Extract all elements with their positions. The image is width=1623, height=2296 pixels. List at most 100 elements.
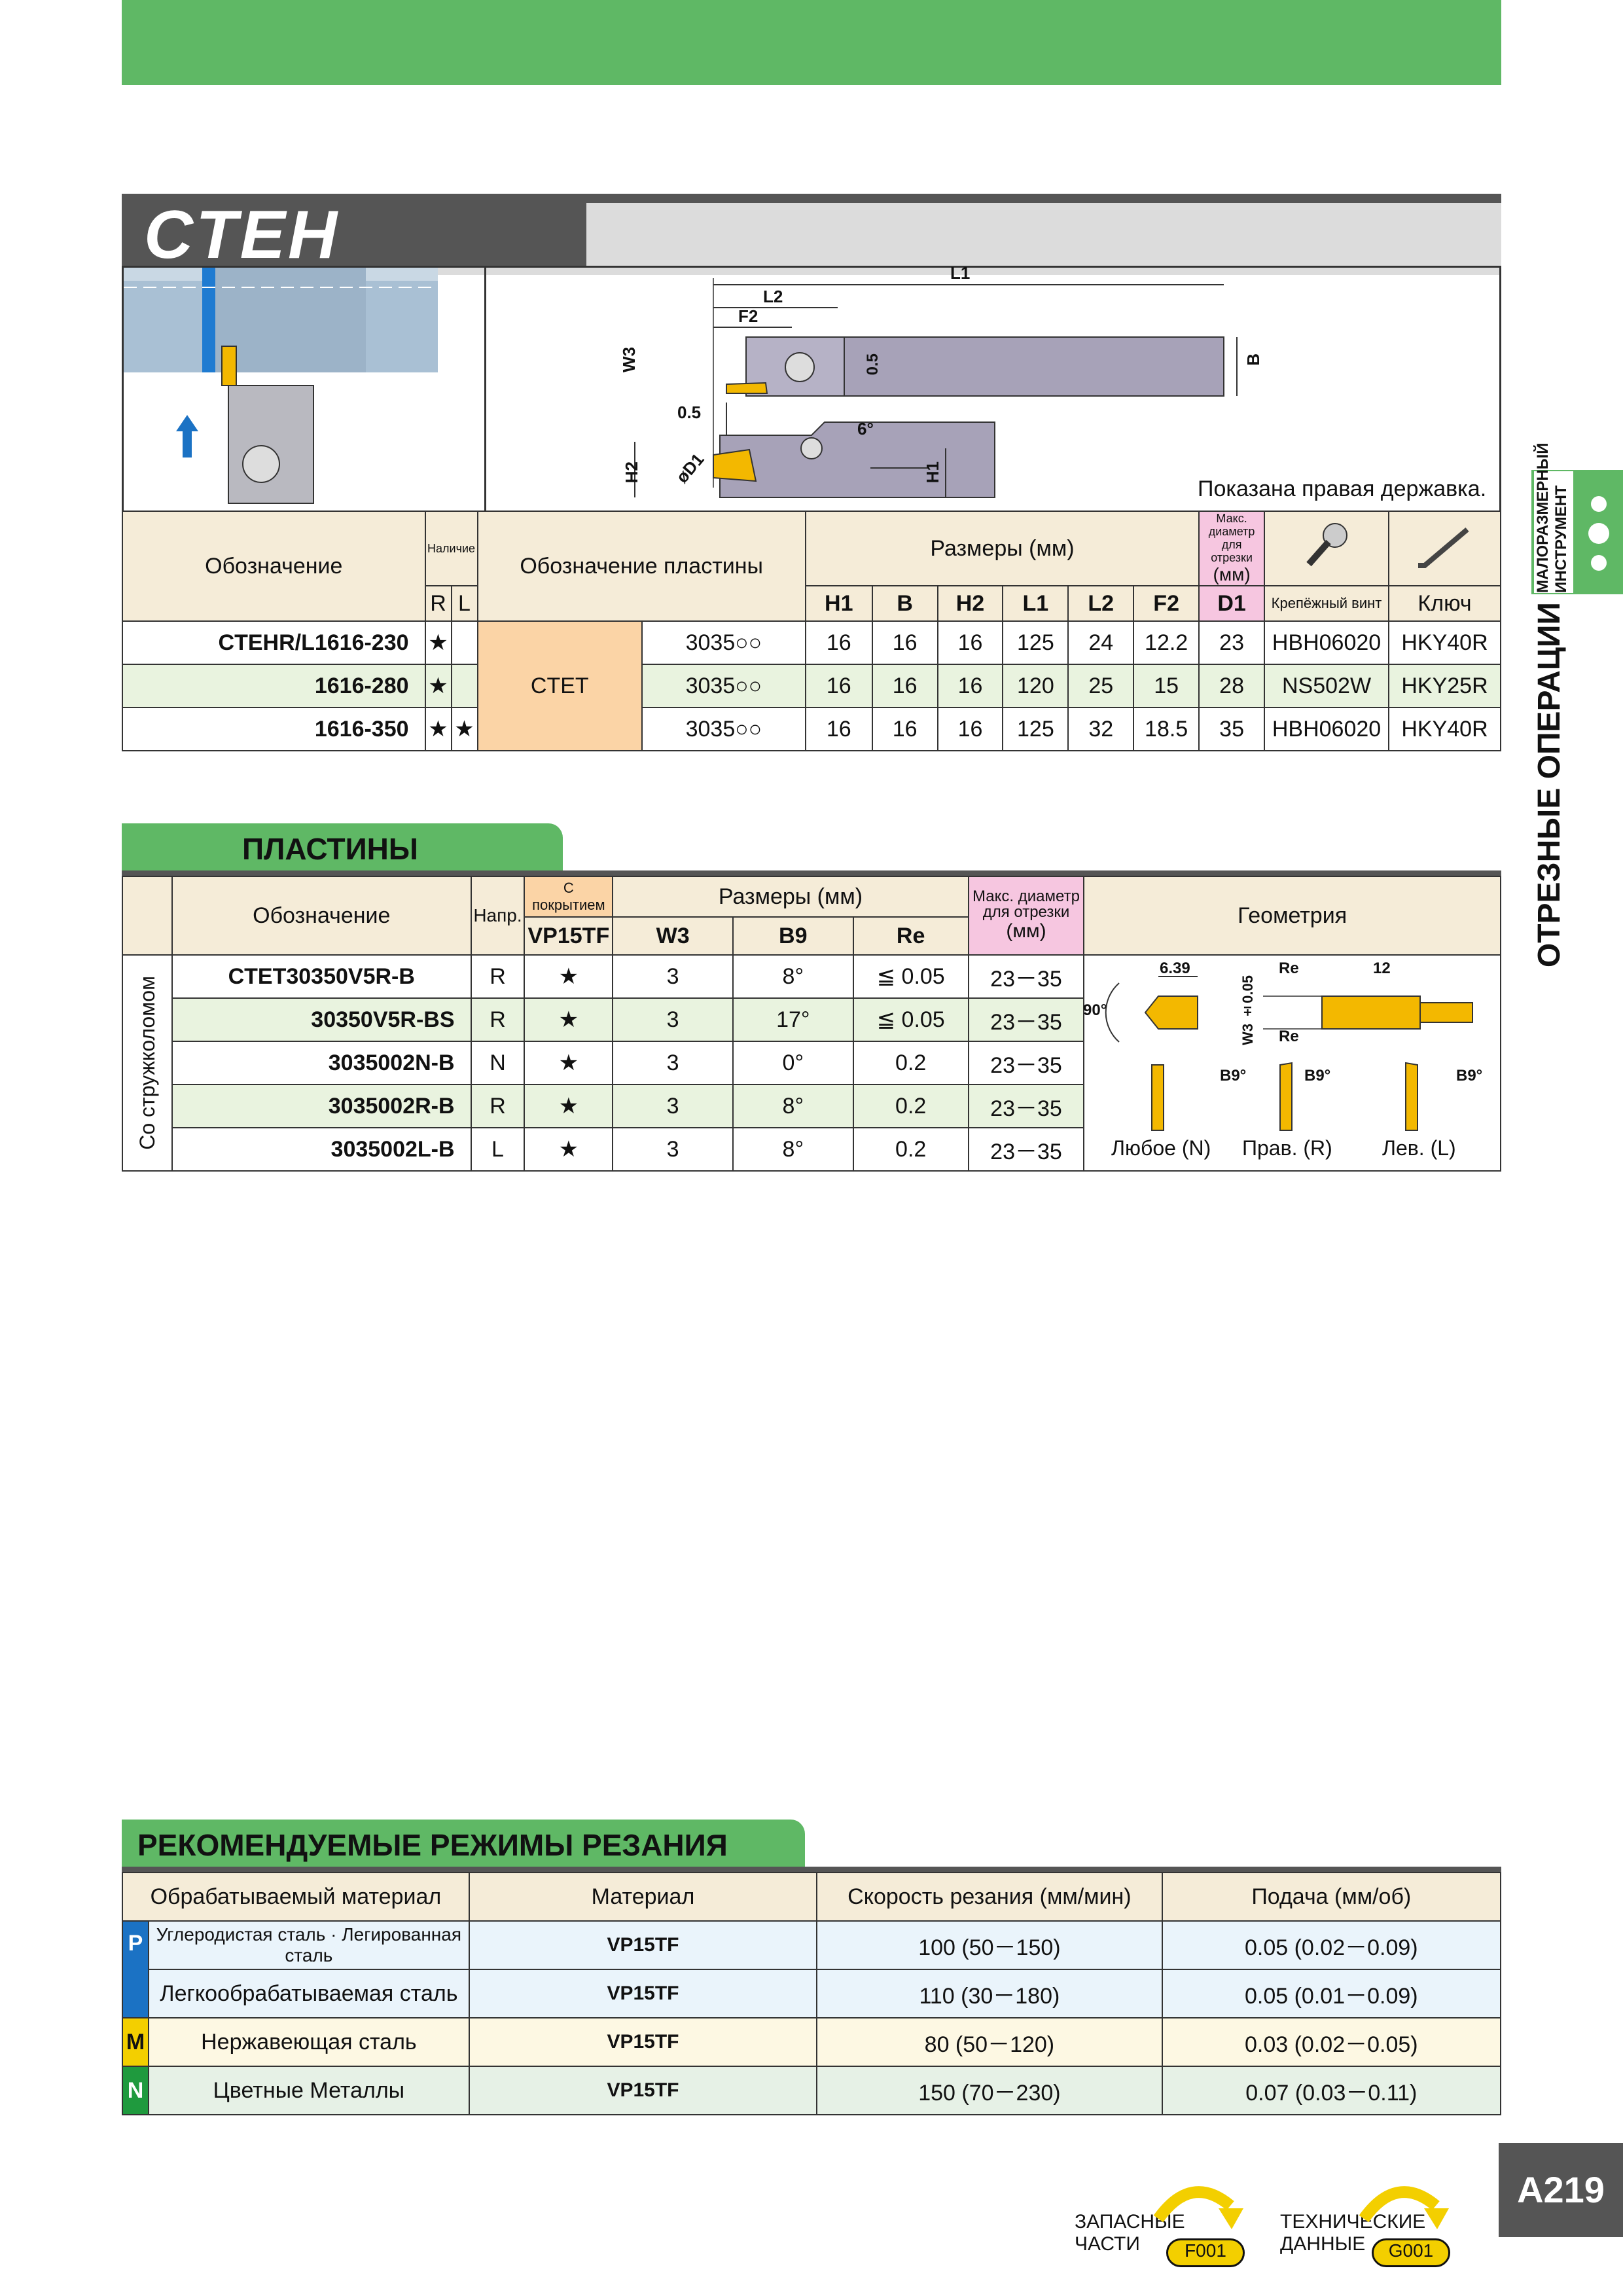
screw-icon-cell: [1264, 511, 1389, 586]
insert-dir: L: [470, 1127, 526, 1172]
chipbreaker-label: Со стружколомом: [135, 976, 159, 1150]
insert-dir: N: [470, 1041, 526, 1085]
holder-h1: 16: [804, 620, 873, 665]
cut-speed: 150 (70－230): [816, 2066, 1163, 2115]
cut-grade: VP15TF: [468, 1969, 818, 2018]
holder-diagram-area: [122, 266, 1501, 511]
insert-designation: CTET30350V5R-B: [171, 954, 472, 999]
insert-re: 0.2: [852, 1084, 969, 1128]
top-banner: [122, 0, 1501, 85]
insert-re: ≦ 0.05: [852, 997, 969, 1042]
tech-data-code[interactable]: G001: [1372, 2238, 1450, 2267]
holder-h2: 16: [936, 707, 1004, 751]
holder-b: 16: [871, 707, 938, 751]
insert-dir: R: [470, 997, 526, 1042]
holder-l: ★: [450, 707, 478, 751]
key-icon-cell: [1387, 511, 1502, 586]
col-designation: Обозначение: [122, 511, 426, 622]
col-h1: H1: [804, 585, 873, 622]
insert-b9: 8°: [732, 954, 854, 999]
page-title: CTEH: [144, 197, 340, 273]
insert-dir: R: [470, 954, 526, 999]
ins-col-geometry: Геометрия: [1083, 876, 1501, 956]
ins-col-max: Макс. диаметр для отрезки (мм): [967, 876, 1085, 956]
holder-key: HKY40R: [1387, 620, 1502, 665]
cut-grade: VP15TF: [468, 2017, 818, 2067]
col-l2: L2: [1067, 585, 1135, 622]
geo-90: 90°: [1083, 1001, 1107, 1019]
col-max-title: Макс. диаметр для отрезки: [1208, 512, 1255, 564]
holder-insert: 3035○○: [641, 620, 806, 665]
side-tab-text: МАЛОРАЗМЕРНЫЙ ИНСТРУМЕНТ: [1534, 442, 1570, 593]
insert-re: 0.2: [852, 1127, 969, 1172]
col-max-diameter: Макс. диаметр для отрезки (мм): [1198, 511, 1266, 586]
spare-parts-code[interactable]: F001: [1166, 2238, 1245, 2267]
cut-feed: 0.05 (0.02－0.09): [1161, 1920, 1502, 1970]
group-m: M: [122, 2017, 149, 2067]
holder-l2: 24: [1067, 620, 1135, 665]
side-section-label-box: ОТРЕЗНЫЕ ОПЕРАЦИИ: [1525, 602, 1584, 969]
holder-designation: 1616-350: [122, 707, 426, 751]
cut-material: Цветные Металлы: [147, 2066, 470, 2115]
cut-feed: 0.07 (0.03－0.11): [1161, 2066, 1502, 2115]
insert-grade: ★: [524, 997, 614, 1042]
insert-w3: 3: [612, 997, 734, 1042]
diagram-divider: [484, 266, 486, 511]
insert-re: ≦ 0.05: [852, 954, 969, 999]
holder-insert: 3035○○: [641, 664, 806, 708]
holder-screw: NS502W: [1264, 664, 1389, 708]
hex-key-icon: [1418, 527, 1470, 568]
holder-h1: 16: [804, 664, 873, 708]
side-tab-text-box: МАЛОРАЗМЕРНЫЙ ИНСТРУМЕНТ: [1534, 442, 1573, 593]
col-h2: H2: [936, 585, 1004, 622]
col-f2: F2: [1133, 585, 1200, 622]
title-band-dark: [122, 203, 586, 266]
spare-parts-line2: ЧАСТИ: [1075, 2233, 1140, 2255]
geo-re-2: Re: [1279, 1028, 1299, 1045]
holder-designation: CTEHR/L1616-230: [122, 620, 426, 665]
insert-designation: 30350V5R-BS: [171, 997, 472, 1042]
insert-grade: ★: [524, 954, 614, 999]
insert-b9: 8°: [732, 1084, 854, 1128]
holder-h2: 16: [936, 664, 1004, 708]
holder-d1: 35: [1198, 707, 1266, 751]
insert-designation: 3035002R-B: [171, 1084, 472, 1128]
cut-col-feed: Подача (мм/об): [1161, 1872, 1502, 1922]
group-p: P: [122, 1920, 149, 2018]
dim-w3: W3: [619, 347, 639, 372]
ins-col-max-title: Макс. диаметр для отрезки: [972, 888, 1080, 921]
cut-col-grade: Материал: [468, 1872, 818, 1922]
insert-range: 23－35: [967, 1041, 1085, 1085]
col-availability: Наличие: [424, 511, 478, 586]
ins-col-coated: С покрытием: [524, 876, 614, 918]
cut-speed: 110 (30－180): [816, 1969, 1163, 2018]
insert-designation: 3035002N-B: [171, 1041, 472, 1085]
dim-h2: H2: [622, 461, 641, 484]
insert-designation: 3035002L-B: [171, 1127, 472, 1172]
holder-h1: 16: [804, 707, 873, 751]
col-l1: L1: [1002, 585, 1069, 622]
holder-l: [450, 664, 478, 708]
cut-material: Нержавеющая сталь: [147, 2017, 470, 2067]
geo-label-left: Лев. (L): [1382, 1136, 1456, 1160]
cut-speed: 80 (50－120): [816, 2017, 1163, 2067]
holder-screw: HBH06020: [1264, 620, 1389, 665]
col-d1: D1: [1198, 585, 1266, 622]
cut-grade: VP15TF: [468, 1920, 818, 1970]
tech-data-link[interactable]: ТЕХНИЧЕСКИЕ ДАННЫЕ: [1280, 2211, 1425, 2255]
curved-arrow-icon: [1153, 2186, 1243, 2229]
dim-l1: L1: [950, 263, 971, 283]
insert-range: 23－35: [967, 997, 1085, 1042]
holder-designation: 1616-280: [122, 664, 426, 708]
holder-l2: 25: [1067, 664, 1135, 708]
page-number: A219: [1499, 2143, 1623, 2237]
inserts-section-title: ПЛАСТИНЫ: [242, 832, 418, 866]
side-tab-icon: [1588, 496, 1609, 571]
cut-grade: VP15TF: [468, 2066, 818, 2115]
holder-f2: 12.2: [1133, 620, 1200, 665]
insert-b9: 8°: [732, 1127, 854, 1172]
spare-parts-link[interactable]: ЗАПАСНЫЕ ЧАСТИ: [1075, 2211, 1185, 2255]
insert-geometry-drawing: [1105, 976, 1473, 1131]
geo-re: Re: [1279, 960, 1299, 977]
holder-l: [450, 620, 478, 665]
